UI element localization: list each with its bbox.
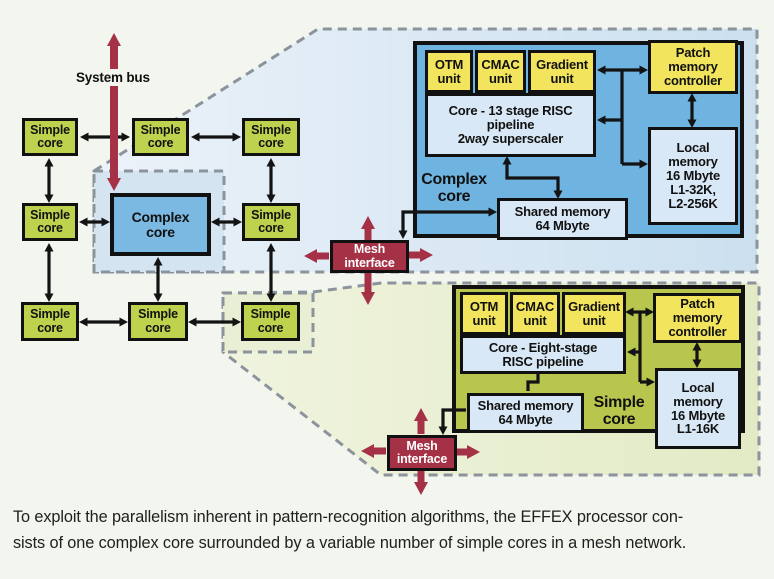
- patch-memory-controller-box: Patch memory controller: [653, 293, 742, 343]
- simple-core-label: Simple: [250, 307, 291, 322]
- local-memory-label: 16 Mbyte: [665, 168, 721, 184]
- risc-pipeline-label: Core - Eight-stage: [488, 339, 598, 355]
- simple-core-label: core: [37, 320, 63, 335]
- local-memory-label: Local: [681, 379, 715, 395]
- caption-line: To exploit the parallelism inherent in p…: [13, 508, 684, 526]
- patch-memory-controller-box: Patch memory controller: [648, 40, 738, 94]
- simple-core-label: Simple: [138, 307, 178, 322]
- complex-core-label: core: [146, 223, 175, 240]
- gradient-unit-label: Gradient: [536, 56, 588, 72]
- shared-memory-label: Shared memory: [514, 204, 611, 220]
- simple-core-box: Simple core: [21, 302, 79, 341]
- patch-memory-controller-label: memory: [672, 310, 723, 326]
- simple-core-box: Simple core: [242, 203, 300, 241]
- cmac-unit-label: CMAC: [515, 298, 555, 314]
- risc-pipeline-box: Core - Eight-stage RISC pipeline: [460, 335, 626, 374]
- mesh-interface-box: Mesh interface: [330, 240, 409, 273]
- local-memory-box: Local memory 16 Mbyte L1-32K, L2-256K: [648, 127, 738, 225]
- patch-memory-controller-label: controller: [664, 72, 722, 88]
- figure-caption: To exploit the parallelism inherent in p…: [13, 505, 767, 556]
- simple-core-label: core: [257, 320, 284, 335]
- mesh-interface-label: Mesh: [406, 438, 438, 453]
- risc-pipeline-label: pipeline: [486, 117, 535, 133]
- simple-core-detail-label: Simple core: [593, 394, 645, 428]
- complex-core-label: Complex: [131, 208, 190, 225]
- risc-pipeline-label: RISC pipeline: [502, 353, 584, 369]
- simple-core-label: Simple: [140, 122, 181, 137]
- simple-core-label: Simple: [251, 122, 291, 137]
- patch-memory-controller-label: Patch: [680, 296, 715, 312]
- local-memory-label: Local: [676, 140, 710, 156]
- otm-unit-label: unit: [472, 312, 496, 328]
- gradient-unit-label: unit: [550, 70, 574, 86]
- cmac-unit-box: CMAC unit: [475, 50, 526, 93]
- complex-core-detail-label: Complex core: [421, 171, 487, 205]
- mesh-interface-box: Mesh interface: [387, 435, 457, 471]
- simple-core-label: core: [37, 221, 63, 235]
- patch-memory-controller-label: memory: [668, 59, 718, 75]
- local-memory-box: Local memory 16 Mbyte L1-16K: [655, 368, 741, 449]
- otm-unit-label: unit: [437, 70, 461, 86]
- simple-core-label: core: [37, 136, 63, 150]
- cmac-unit-box: CMAC unit: [510, 292, 560, 335]
- otm-unit-box: OTM unit: [425, 50, 473, 93]
- simple-core-box: Simple core: [242, 118, 300, 156]
- cmac-unit-label: unit: [488, 70, 513, 86]
- patch-memory-controller-label: Patch: [675, 45, 711, 61]
- shared-memory-box: Shared memory 64 Mbyte: [497, 198, 628, 240]
- simple-core-label: Simple: [30, 207, 70, 222]
- mesh-interface-label: interface: [344, 255, 395, 270]
- risc-pipeline-label: 2way superscaler: [457, 130, 564, 146]
- risc-pipeline-box: Core - 13 stage RISC pipeline 2way super…: [425, 93, 596, 157]
- caption-line: sists of one complex core surrounded by …: [13, 533, 687, 552]
- simple-core-box: Simple core: [132, 118, 189, 156]
- simple-core-box: Simple core: [22, 118, 78, 156]
- patch-memory-controller-label: controller: [668, 323, 727, 339]
- simple-core-label: core: [145, 320, 171, 335]
- otm-unit-box: OTM unit: [460, 292, 508, 335]
- local-memory-label: L1-16K: [676, 421, 720, 437]
- simple-core-label: core: [258, 221, 284, 235]
- local-memory-label: memory: [673, 393, 723, 409]
- gradient-unit-box: Gradient unit: [528, 50, 596, 93]
- local-memory-label: 16 Mbyte: [670, 407, 726, 423]
- simple-core-label: Simple: [30, 122, 70, 137]
- shared-memory-label: 64 Mbyte: [535, 218, 590, 233]
- simple-core-label: Simple: [251, 207, 291, 222]
- gradient-unit-label: unit: [582, 312, 606, 328]
- simple-core-box: Simple core: [22, 203, 78, 241]
- simple-core-box: Simple core: [128, 302, 188, 341]
- mesh-interface-label: interface: [396, 452, 448, 466]
- local-memory-label: memory: [668, 154, 718, 170]
- local-memory-label: L1-32K,: [670, 181, 716, 197]
- simple-core-label: core: [147, 136, 174, 150]
- gradient-unit-box: Gradient unit: [562, 292, 626, 335]
- otm-unit-label: OTM: [469, 298, 499, 314]
- shared-memory-label: Shared memory: [477, 398, 574, 414]
- cmac-unit-label: unit: [523, 312, 547, 328]
- simple-core-box: Simple core: [241, 302, 300, 341]
- cmac-unit-label: CMAC: [481, 56, 520, 72]
- simple-core-label: Simple: [30, 307, 70, 322]
- risc-pipeline-label: Core - 13 stage RISC: [448, 103, 573, 119]
- system-bus-label: System bus: [72, 69, 154, 86]
- shared-memory-box: Shared memory 64 Mbyte: [467, 393, 584, 433]
- gradient-unit-label: Gradient: [568, 298, 620, 314]
- otm-unit-label: OTM: [434, 56, 464, 72]
- mesh-interface-label: Mesh: [353, 242, 386, 257]
- simple-core-label: core: [258, 136, 284, 150]
- shared-memory-label: 64 Mbyte: [498, 412, 553, 427]
- complex-core-box: Complex core: [110, 193, 211, 256]
- local-memory-label: L2-256K: [668, 195, 718, 211]
